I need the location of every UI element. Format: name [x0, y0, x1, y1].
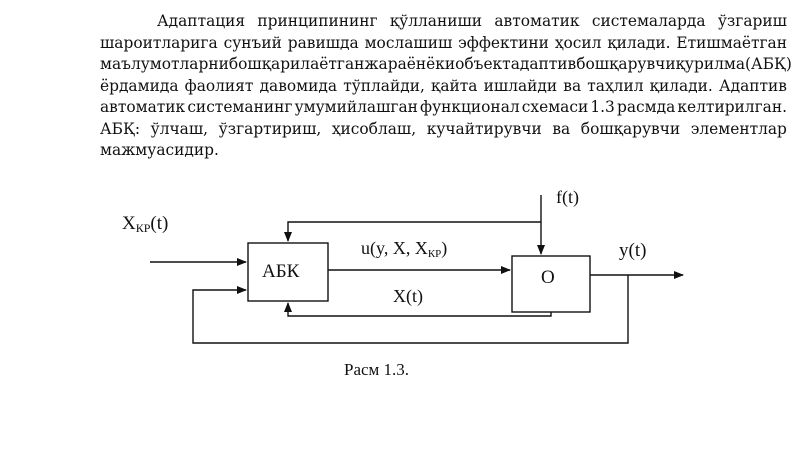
word: 1.3	[590, 98, 615, 116]
word: эффектини	[458, 33, 549, 52]
word: бошқарилаётган	[228, 55, 365, 73]
word: мослашиш	[364, 33, 453, 52]
word: таҳлил	[587, 76, 644, 95]
word: автоматик	[100, 98, 186, 116]
word: қилади.	[649, 76, 713, 95]
word: келтирилган.	[677, 98, 787, 116]
word: ўзгариш	[717, 12, 787, 30]
word: сунъий	[223, 33, 282, 52]
word: ва	[563, 76, 582, 95]
paragraph-line: шароитларига сунъий равишда мослашиш эффекти…	[100, 33, 787, 55]
word: ҳисоблаш,	[331, 119, 417, 138]
word: қайта	[431, 76, 478, 95]
word: бошқарувчи	[576, 55, 676, 73]
word: қилади.	[607, 33, 671, 52]
disturbance-branch-arrow	[284, 221, 541, 242]
word: расмда	[617, 98, 676, 116]
block-abk-label: АБК	[262, 261, 300, 282]
word: принципининг	[257, 12, 378, 30]
word: (АБҚ)	[745, 55, 792, 73]
input-label: XКР(t)	[122, 213, 168, 235]
word: системаларда	[591, 12, 706, 30]
word: ўзгартириш,	[218, 119, 322, 138]
word: жараён	[364, 55, 427, 73]
word: ёки	[426, 55, 456, 73]
word: қурилма	[675, 55, 746, 73]
word: умумийлашган	[294, 98, 418, 116]
word: маълумотларни	[100, 55, 229, 73]
word: системанинг	[187, 98, 293, 116]
output-label: y(t)	[619, 240, 646, 261]
word: ҳосил	[554, 33, 602, 52]
state-signal-label: X(t)	[393, 286, 423, 307]
word: Адаптив	[718, 76, 787, 95]
block-o-label: О	[541, 267, 555, 288]
word: тўплайди,	[343, 76, 425, 95]
word: объект	[455, 55, 511, 73]
word: ёрдамида	[100, 76, 179, 95]
disturbance-label: f(t)	[556, 187, 579, 208]
paragraph-line: ёрдамида фаолият давомида тўплайди, қайта ишл…	[100, 76, 787, 98]
word: схемаси	[521, 98, 589, 116]
word: Адаптация	[157, 12, 246, 30]
output-feedback-arrow	[192, 275, 629, 344]
block-abk	[247, 242, 329, 302]
paragraph-line: мажмуасидир.	[100, 140, 787, 162]
figure-caption: Расм 1.3.	[344, 360, 409, 379]
state-feedback-arrow	[284, 302, 552, 317]
word: адаптив	[510, 55, 577, 73]
word: ўлчаш,	[150, 119, 209, 138]
word: мажмуасидир.	[100, 141, 219, 159]
word: ишлайди	[483, 76, 558, 95]
word: автоматик	[494, 12, 580, 30]
word: кучайтирувчи	[426, 119, 542, 138]
paragraph-line: АБҚ: ўлчаш, ўзгартириш, ҳисоблаш, кучайтирув…	[100, 119, 787, 141]
word: Етишмаётган	[676, 33, 787, 52]
word: давомида	[259, 76, 338, 95]
word: ва	[552, 119, 571, 138]
word: қўлланиши	[389, 12, 483, 30]
word: бошқарувчи	[580, 119, 681, 138]
control-signal-label: u(y, X, XКР)	[361, 238, 447, 260]
word: элементлар	[690, 119, 787, 138]
word: равишда	[287, 33, 359, 52]
paragraph-line: Адаптация принципининг қўлланиши автоматик с…	[117, 11, 787, 33]
word: фаолият	[184, 76, 254, 95]
word: шароитларига	[100, 33, 218, 52]
word: АБҚ:	[100, 119, 141, 138]
word: функционал	[420, 98, 520, 116]
